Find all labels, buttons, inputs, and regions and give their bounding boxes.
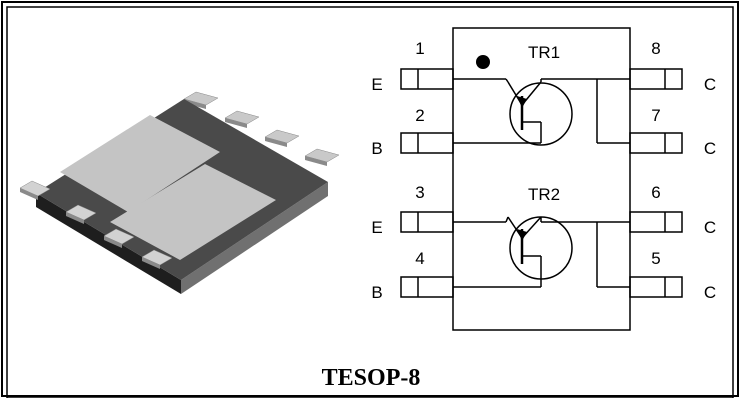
pin-function-8: C [704, 75, 716, 94]
pin1-marker-dot [476, 55, 490, 69]
package-name-caption: TESOP-8 [322, 365, 421, 391]
transistor-tr1 [507, 81, 573, 146]
tr1-emitter-arrow [517, 96, 527, 108]
pin-box-3 [400, 211, 454, 233]
tr2-emitter-arrow [517, 229, 527, 241]
pin-box-1 [400, 68, 454, 90]
back-leads [183, 91, 340, 166]
front-leads [19, 180, 173, 269]
pin-box-5 [629, 276, 683, 298]
package-side-right [181, 182, 328, 294]
transistor-tr2 [507, 216, 573, 287]
package-3d-illustration [19, 91, 340, 294]
exposed-pad-2 [110, 164, 276, 260]
pin-number-5: 5 [651, 249, 660, 268]
pin-number-1: 1 [415, 39, 424, 58]
pin-number-8: 8 [651, 39, 660, 58]
outer-border [1, 1, 739, 397]
pin-function-6: C [704, 218, 716, 237]
pin-box-6 [629, 211, 683, 233]
pin-number-2: 2 [415, 106, 424, 125]
schematic [400, 27, 683, 331]
schematic-package-outline [452, 27, 631, 331]
exposed-pad-1 [60, 115, 220, 212]
pin-number-4: 4 [415, 249, 424, 268]
pin-box-2 [400, 132, 454, 154]
pin-function-1: E [371, 75, 382, 94]
pin-number-3: 3 [415, 183, 424, 202]
tr2-label: TR2 [528, 185, 560, 204]
pin-box-8 [629, 68, 683, 90]
pin-function-7: C [704, 139, 716, 158]
pin-box-4 [400, 276, 454, 298]
pin-number-6: 6 [651, 183, 660, 202]
pin-function-5: C [704, 283, 716, 302]
pin-function-2: B [371, 139, 382, 158]
pin-function-4: B [371, 283, 382, 302]
pin-box-7 [629, 132, 683, 154]
pin-function-3: E [371, 218, 382, 237]
pin-number-7: 7 [651, 106, 660, 125]
tr1-label: TR1 [528, 43, 560, 62]
